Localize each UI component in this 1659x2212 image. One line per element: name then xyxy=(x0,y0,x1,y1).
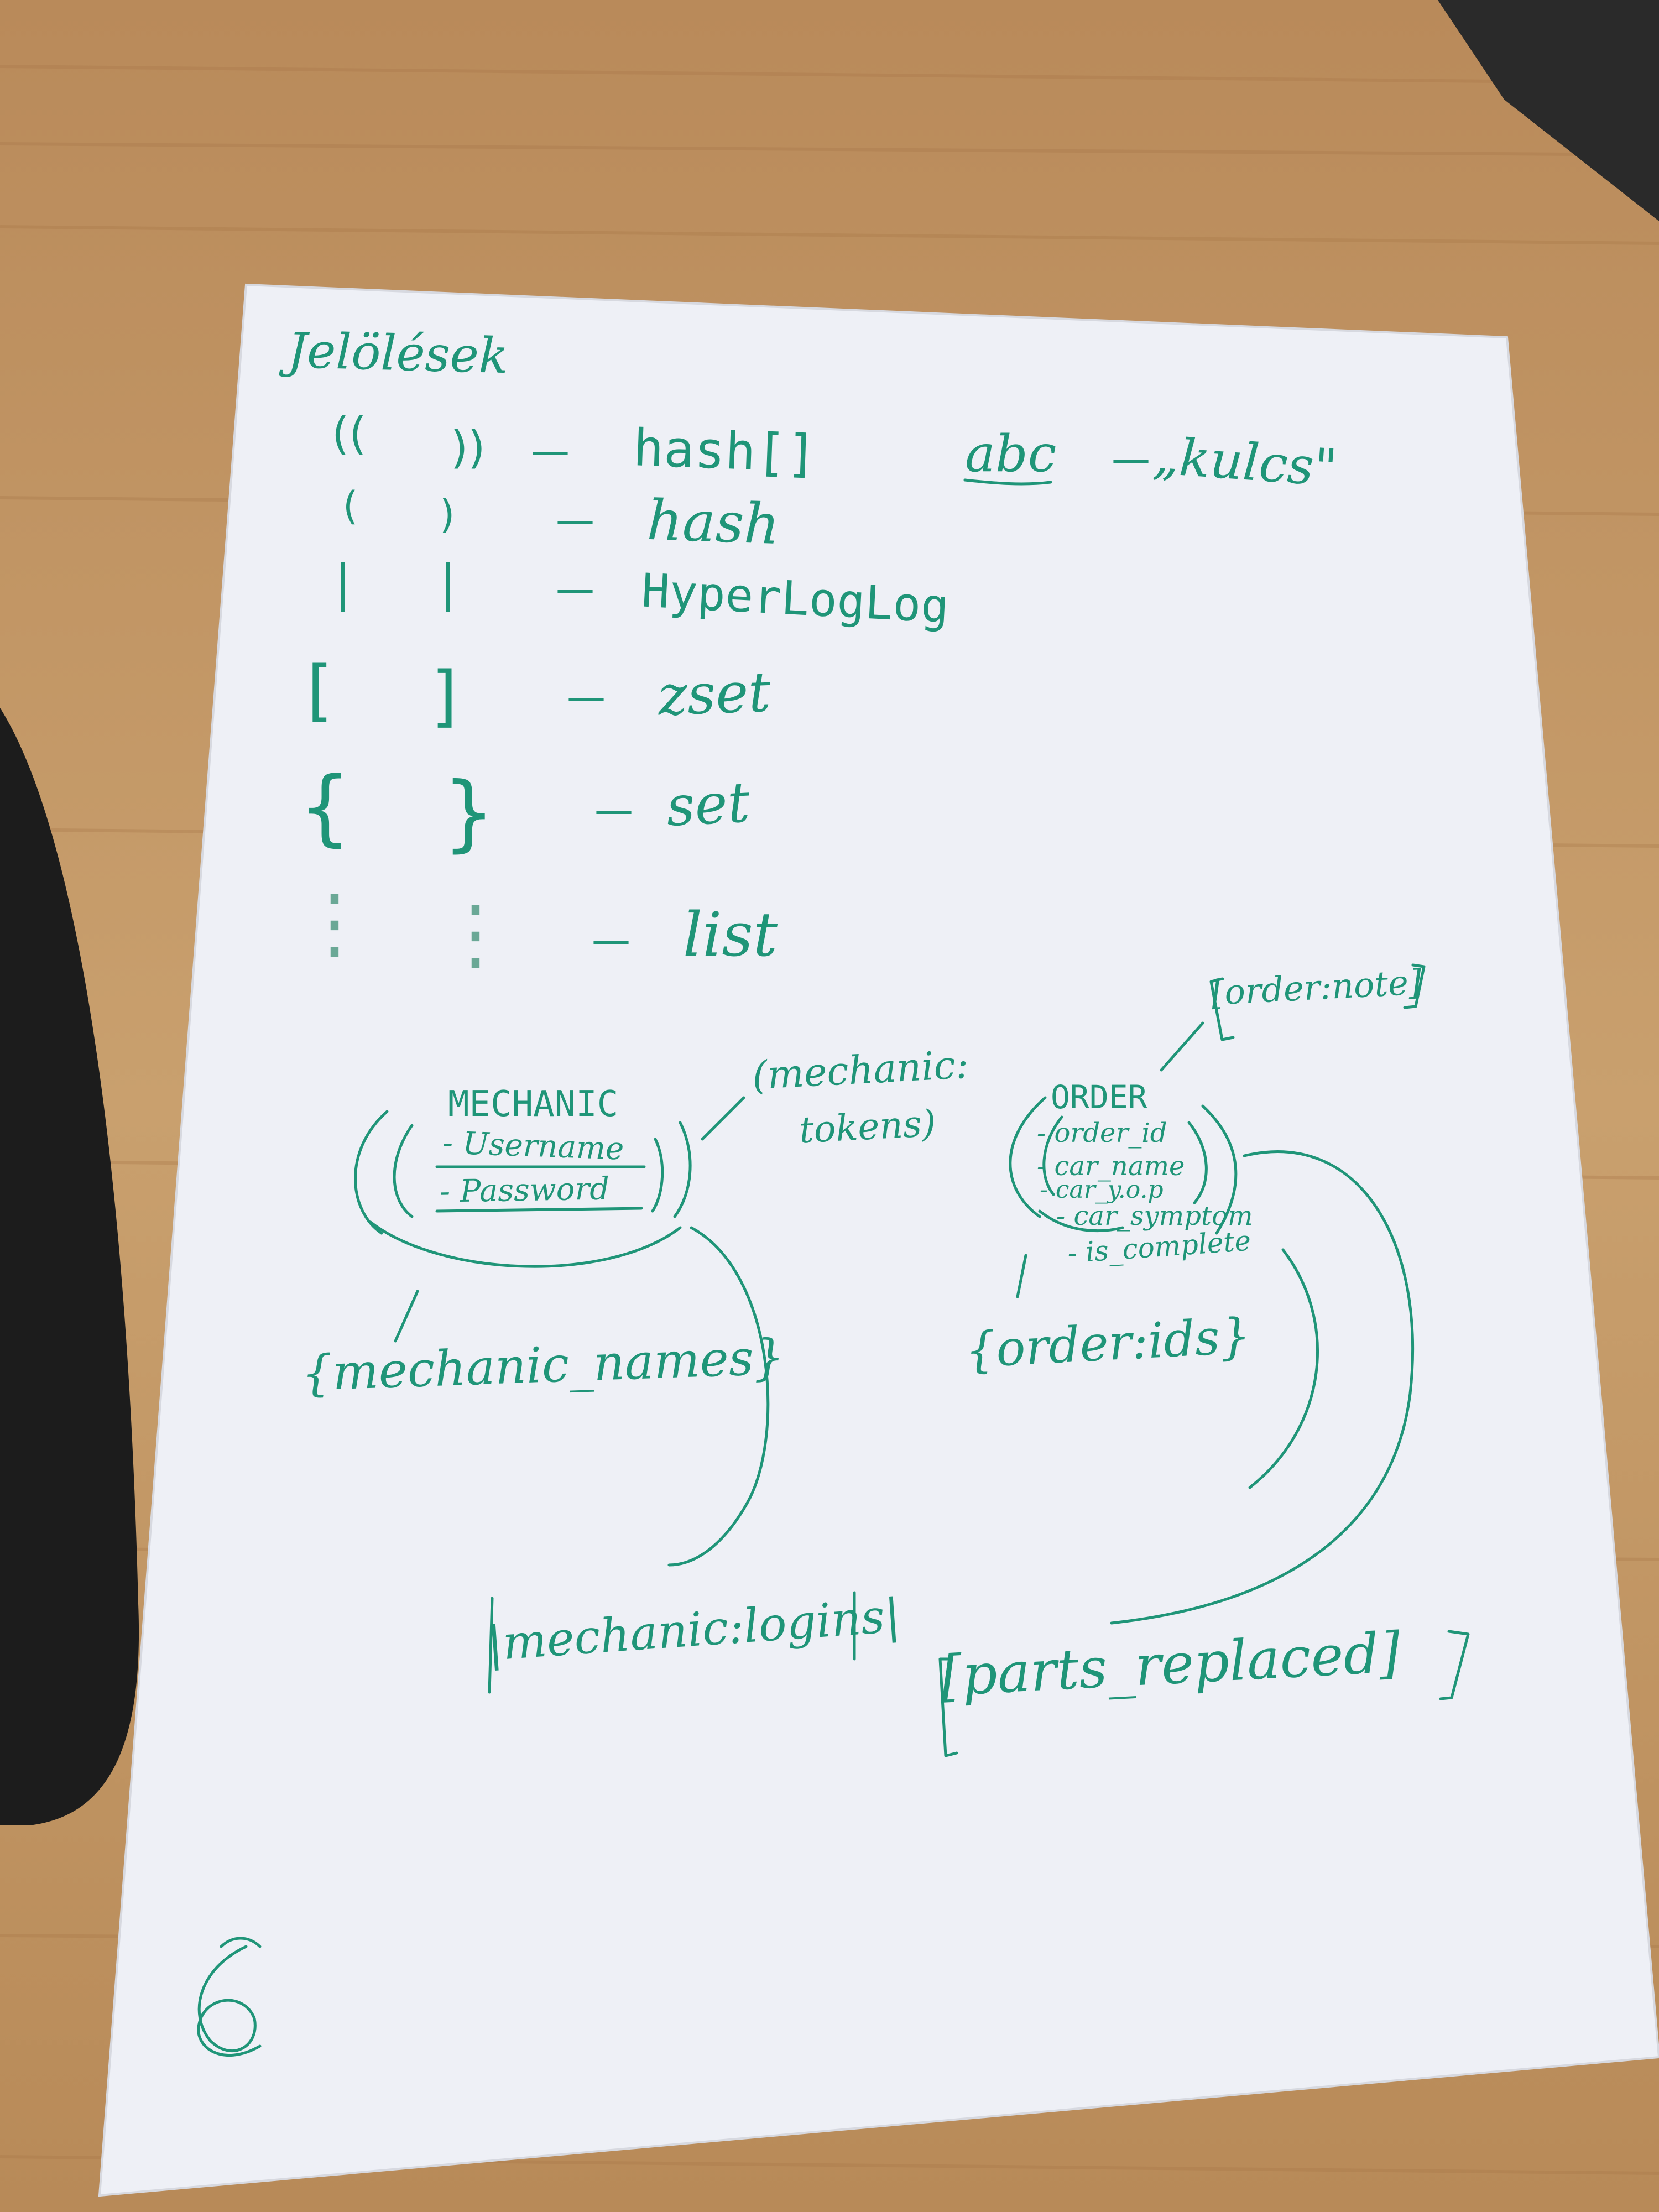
order-inner-paren-left xyxy=(1042,1115,1063,1196)
key-example: abc xyxy=(965,424,1057,483)
order-ids-node: {order:ids} xyxy=(963,1307,1253,1379)
order-field: - car_name xyxy=(1037,1151,1185,1182)
legend-dash: — xyxy=(567,674,606,719)
legend-meaning: hash[] xyxy=(632,418,818,484)
legend-meaning: list xyxy=(683,899,778,970)
connector-order-ids xyxy=(1016,1254,1027,1298)
key-underline xyxy=(963,478,1052,486)
mechanic-tokens-line2: tokens) xyxy=(798,1102,937,1152)
legend-meaning: set xyxy=(665,770,752,839)
order-field: - order_id xyxy=(1037,1118,1167,1149)
legend-symbol-right: } xyxy=(442,765,495,861)
connector-mechanic-tokens xyxy=(701,1096,745,1141)
mechanic-title: MECHANIC xyxy=(448,1084,619,1125)
order-inner-paren-right xyxy=(1187,1121,1208,1204)
connector-order-note xyxy=(1160,1021,1204,1072)
connector-mechanic-logins xyxy=(667,1226,770,1567)
page-title: Jelölések xyxy=(286,321,509,385)
legend-dash: — xyxy=(556,497,594,542)
legend-symbol-left: [ xyxy=(307,653,333,729)
legend-symbol-left: (( xyxy=(332,408,367,460)
mechanic-bottom-arc xyxy=(369,1220,682,1268)
legend-meaning: zset xyxy=(657,659,772,728)
order-note-node: [order:note] xyxy=(1210,962,1423,1013)
order-title: ORDER xyxy=(1051,1078,1147,1116)
mechanic-field-underline-2 xyxy=(435,1207,643,1213)
legend-meaning: hash xyxy=(646,487,781,557)
legend-symbol-left: | xyxy=(335,554,352,612)
legend-dash: — xyxy=(556,566,594,612)
legend-symbol-left: ⋮ xyxy=(296,878,373,968)
connector-mechanic-names xyxy=(394,1290,419,1343)
cursive-signature-icon xyxy=(197,1937,262,2057)
order-outer-paren-right xyxy=(1201,1104,1238,1235)
mechanic-tokens-line1: (mechanic: xyxy=(751,1041,970,1099)
legend-dash: — xyxy=(531,428,570,473)
mechanic-outer-paren-right xyxy=(673,1121,692,1218)
connector-order-inner-arc xyxy=(1248,1248,1319,1489)
order-bottom-arc xyxy=(1038,1209,1124,1233)
legend-symbol-right: ] xyxy=(431,658,457,735)
mechanic-field: - Password xyxy=(439,1171,610,1210)
key-meaning: „kulcs" xyxy=(1151,426,1339,498)
note-bracket-left xyxy=(1209,977,1235,1041)
mechanic-outer-paren-left xyxy=(354,1110,389,1235)
order-field: - car_y.o.p xyxy=(1040,1176,1164,1204)
legend-dash: — xyxy=(592,917,630,963)
legend-dash: — xyxy=(594,787,633,833)
order-field: - car_symptom xyxy=(1056,1201,1253,1232)
connector-order-parts xyxy=(1110,1150,1415,1625)
logins-bar-left xyxy=(488,1597,494,1694)
mechanic-field: - Username xyxy=(441,1125,625,1167)
legend-symbol-right: )) xyxy=(451,422,486,473)
parts-bracket-left xyxy=(938,1657,958,1757)
key-dash: — xyxy=(1112,436,1150,482)
parts-bracket-right xyxy=(1439,1630,1470,1700)
note-bracket-right xyxy=(1403,963,1426,1009)
mechanic-inner-paren-right xyxy=(651,1138,664,1213)
dark-mousepad xyxy=(0,708,139,1825)
legend-symbol-left: { xyxy=(299,759,352,855)
mechanic-inner-paren-left xyxy=(393,1124,414,1218)
paper-sheet xyxy=(98,283,1659,2197)
legend-symbol-left: ( xyxy=(343,483,358,529)
legend-symbol-right: ) xyxy=(440,492,455,537)
legend-symbol-right: | xyxy=(440,554,457,612)
legend-symbol-right: ⋮ xyxy=(437,889,514,979)
order-outer-paren-left xyxy=(1009,1096,1047,1218)
